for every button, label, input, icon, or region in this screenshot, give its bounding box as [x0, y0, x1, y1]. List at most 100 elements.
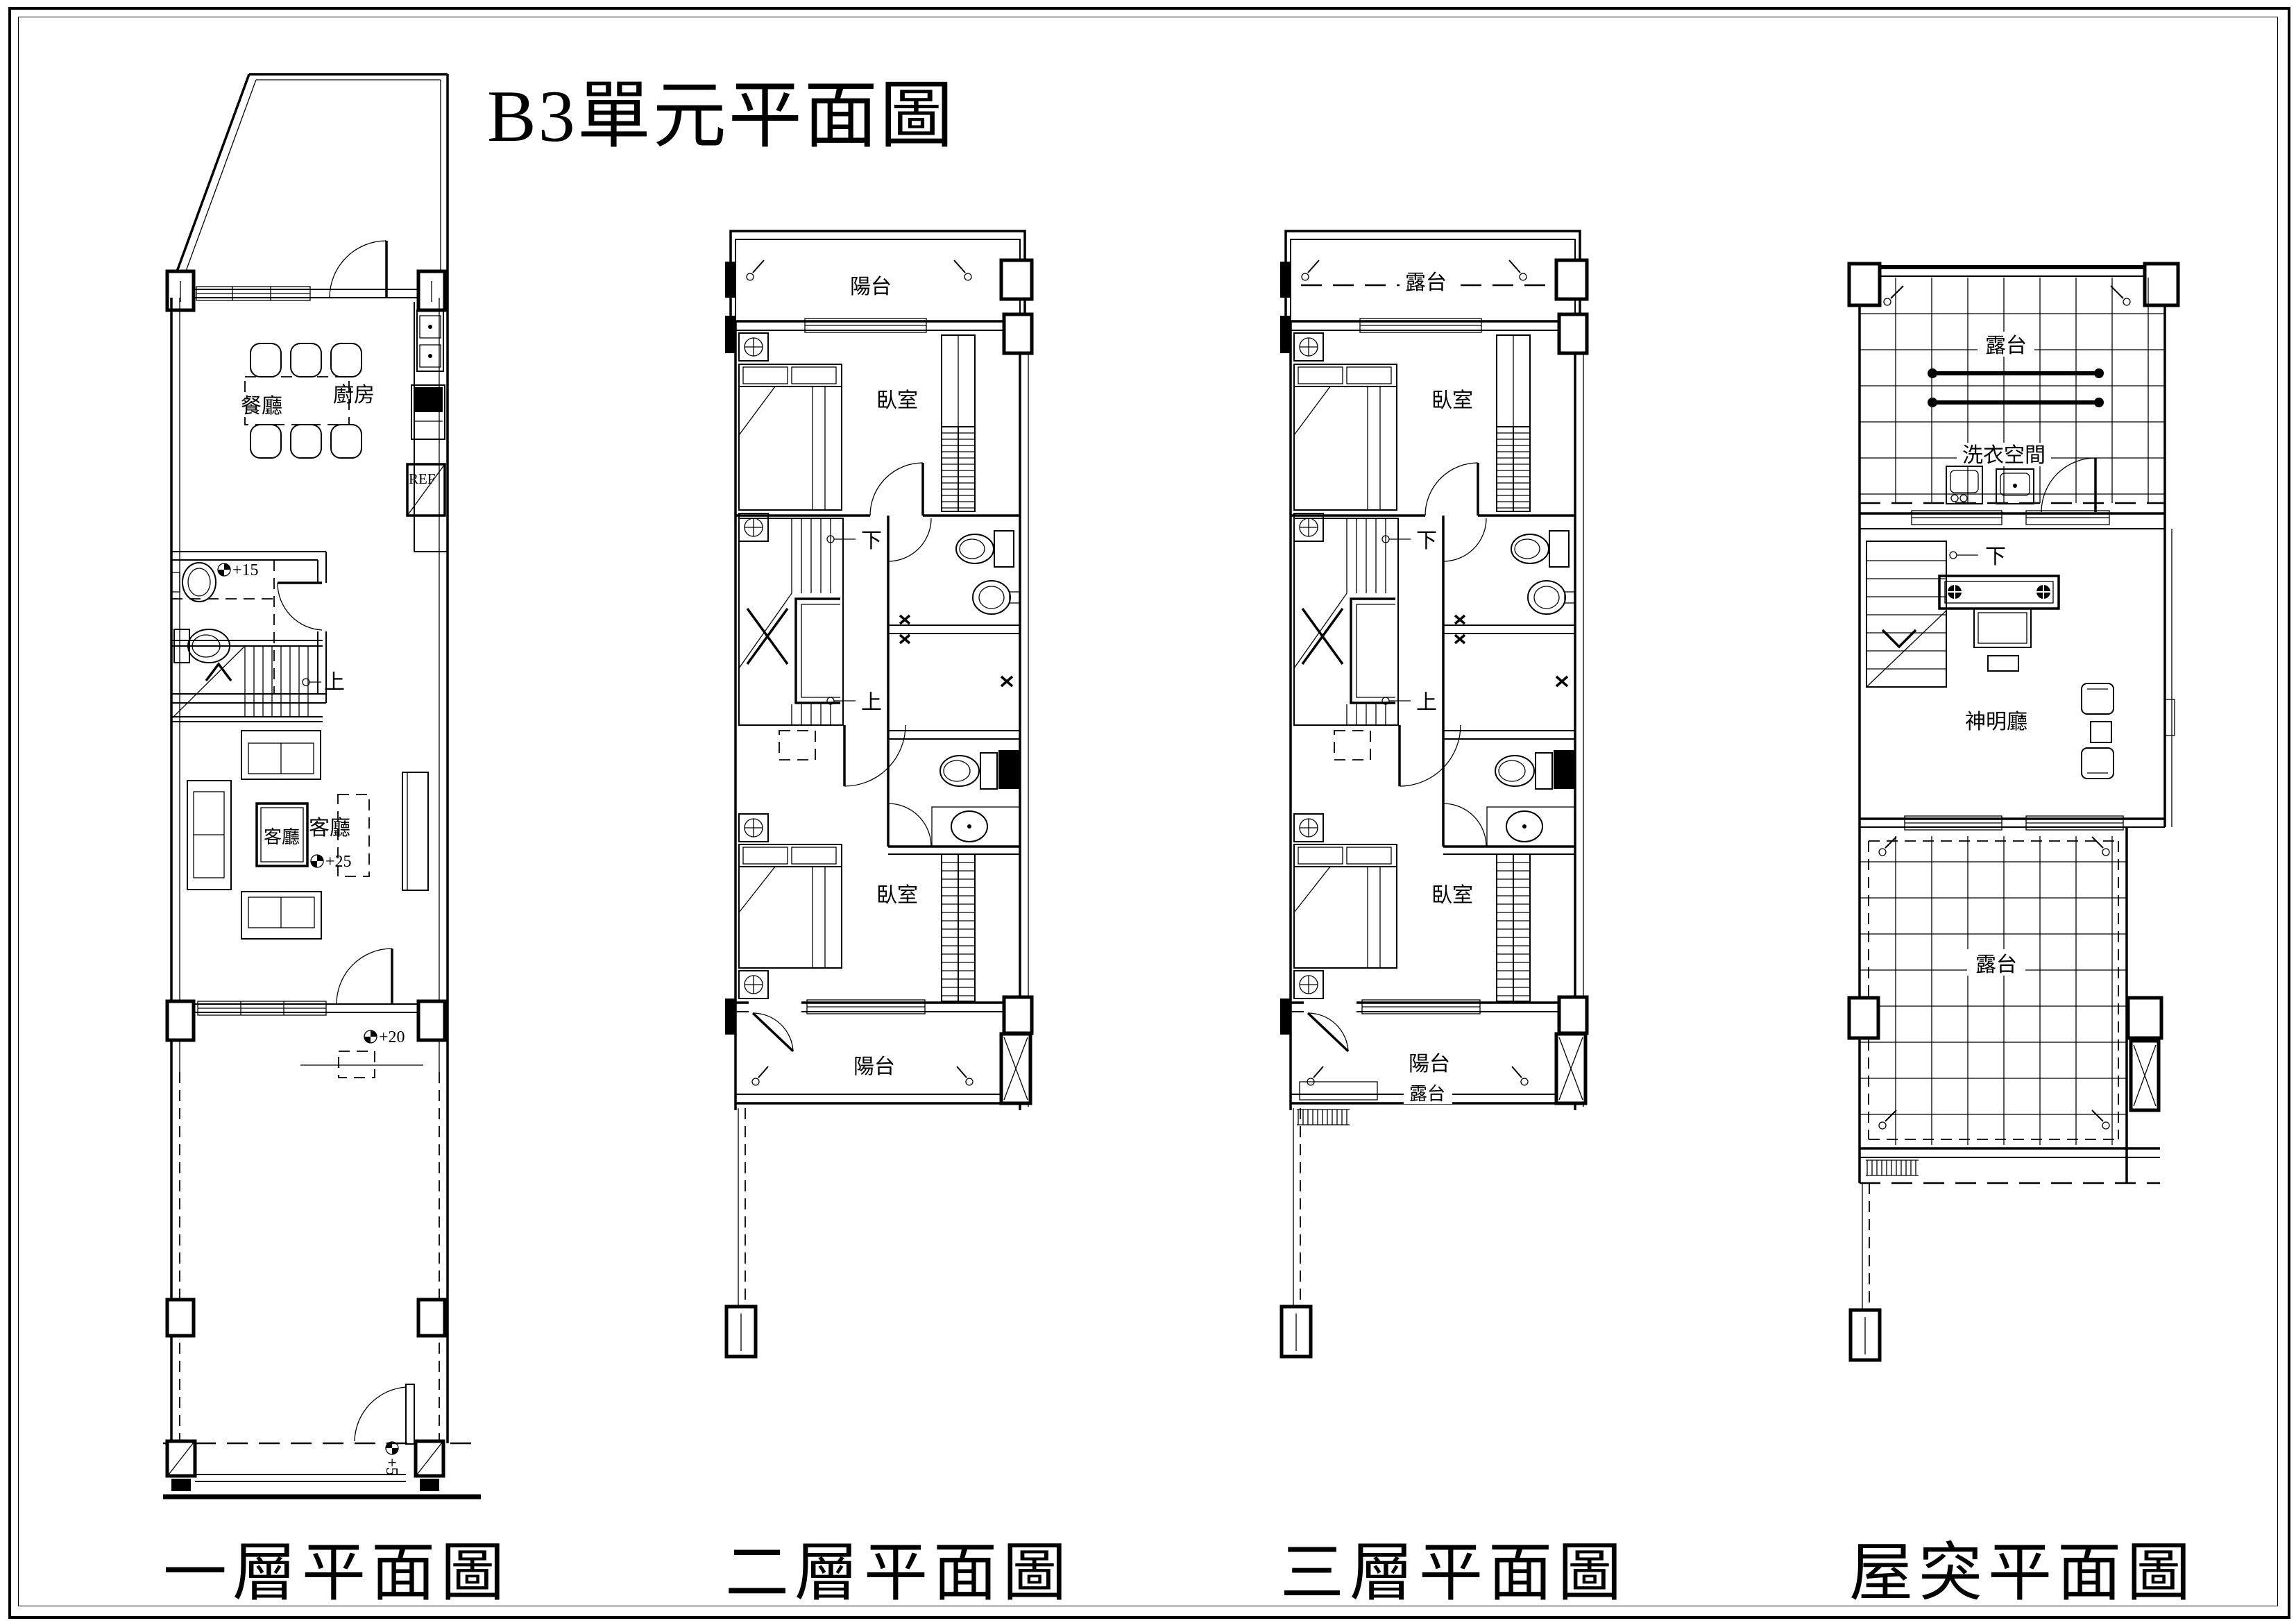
room-label-laundry: 洗衣空間: [1962, 444, 2046, 467]
front-yard: [170, 73, 449, 298]
stair-down-label: 下: [1416, 529, 1437, 552]
dining-room: 餐廳: [232, 343, 362, 459]
stairs-1f: 上: [171, 640, 345, 722]
bedroom-bottom: 臥室: [738, 813, 976, 1002]
bathroom-1f: +15: [171, 551, 327, 704]
room-label-shrine: 神明廳: [1965, 711, 2027, 733]
level-label-entry: +20: [379, 1028, 405, 1046]
driveway: [165, 1298, 447, 1338]
room-label-terrace-bottom: 露台: [1409, 1084, 1445, 1104]
bed-icon: [1293, 844, 1397, 969]
bedroom-top: 臥室: [735, 332, 1020, 542]
kitchen: REF 廚房: [333, 302, 448, 552]
room-label-dining: 餐廳: [241, 395, 282, 418]
front-wall-upper: [165, 269, 448, 312]
level-marker-icon: [364, 1030, 377, 1044]
stairs: 下 上: [1293, 518, 1437, 726]
sink-icon: [931, 806, 1021, 847]
toilet-icon: [955, 530, 1014, 568]
sink-icon: [1486, 806, 1576, 847]
terrace-top: 露台: [1280, 230, 1589, 333]
level-marker-icon: [310, 854, 324, 868]
counter-appliance-icon: [411, 384, 445, 440]
outer-walls: [1280, 312, 1589, 1110]
toilet-icon: [939, 752, 998, 790]
incense-burner-icon: [2036, 585, 2050, 599]
bed-icon: [738, 364, 842, 511]
bedroom-bottom: 臥室: [1293, 813, 1531, 1002]
room-label-balcony-top: 陽台: [850, 275, 892, 298]
lamp-icon: [744, 518, 763, 537]
room-label-bedroom-bottom: 臥室: [876, 884, 918, 907]
lamp-icon: [1299, 337, 1318, 357]
altar-table-icon: [1938, 575, 2060, 610]
room-label-living: 客廳: [264, 827, 300, 847]
first-floor-plan: REF 廚房 餐廳: [163, 73, 481, 1499]
tile-grid: [1860, 836, 2127, 1145]
chair-icon: [2081, 683, 2114, 715]
stair-up-label: 上: [324, 671, 345, 694]
lower-wall-stub: [1848, 1183, 1882, 1362]
caption-second-floor: 二層平面圖: [725, 1538, 1073, 1608]
lamp-icon: [1299, 518, 1318, 537]
side-walls: [170, 298, 449, 1443]
third-floor-plan: 露台 臥室: [1279, 230, 1589, 1359]
terrace-bottom: 露台: [1847, 827, 2163, 1184]
lamp-icon: [744, 975, 763, 994]
lamp-icon: [1299, 818, 1318, 838]
clothesline-icon: [1928, 368, 2104, 407]
drain-icon: [1883, 285, 2131, 306]
bathrooms: [1442, 516, 1576, 855]
room-label-terrace-top: 露台: [1985, 334, 2027, 357]
hall: [779, 724, 906, 787]
caption-third-floor: 三層平面圖: [1280, 1538, 1628, 1608]
stair-down-label: 下: [1985, 545, 2006, 568]
level-label-living: +25: [325, 853, 352, 871]
roof-plan: 露台 洗衣空間: [1847, 262, 2180, 1362]
bedroom-top: 臥室: [1291, 332, 1575, 542]
louver-column-icon: [999, 1032, 1032, 1105]
room-label-balcony-bottom: 陽台: [1409, 1053, 1450, 1076]
outer-walls: [725, 312, 1034, 1110]
room-label-bedroom-top: 臥室: [1431, 389, 1473, 412]
room-label-balcony-bottom: 陽台: [853, 1055, 895, 1078]
tv-cabinet-icon: [402, 772, 429, 891]
hall: [1334, 724, 1461, 787]
toilet-icon: [1511, 530, 1570, 568]
level-marker-icon: [385, 1441, 399, 1455]
room-label-bedroom-top: 臥室: [876, 389, 918, 412]
room-label-terrace-bottom: 露台: [1975, 953, 2017, 976]
room-label-living-2: 客廳: [309, 817, 350, 840]
lamp-icon: [744, 818, 763, 838]
sofa-icon: [187, 780, 232, 890]
lamp-icon: [1299, 975, 1318, 994]
wardrobe-icon: [1496, 426, 1531, 512]
sofa-icon: [241, 730, 321, 780]
lower-wall-stub: [724, 1108, 758, 1359]
drain-icon: [1301, 260, 1527, 281]
bathrooms: [887, 516, 1021, 855]
stair-down-label: 下: [861, 529, 882, 552]
stairs: [1866, 541, 1947, 688]
step-hatch: [1866, 1159, 1919, 1176]
sink-icon: [1527, 580, 1576, 615]
gate: +5: [163, 1384, 481, 1499]
incense-burner-icon: [1948, 585, 1962, 599]
toilet-icon: [1495, 752, 1553, 790]
level-label-bath: +15: [232, 561, 259, 579]
stairs: 下 上: [738, 518, 882, 726]
fridge-label: REF: [409, 470, 436, 487]
terrace-top: 露台 洗衣空間: [1847, 262, 2180, 529]
drain-icon: [746, 260, 972, 281]
step-hatch: [1297, 1109, 1350, 1125]
room-label-kitchen: 廚房: [333, 384, 375, 407]
drain-icon: [751, 1066, 973, 1086]
wardrobe-icon: [941, 426, 976, 512]
wardrobe-icon: [1496, 853, 1531, 1002]
room-label-terrace-top: 露台: [1405, 271, 1447, 294]
coffee-table-icon: [255, 802, 309, 867]
shrine-room: 下 神明廳: [1858, 529, 2175, 831]
balcony-top: 陽台: [725, 230, 1034, 333]
caption-first-floor: 一層平面圖: [163, 1538, 511, 1608]
